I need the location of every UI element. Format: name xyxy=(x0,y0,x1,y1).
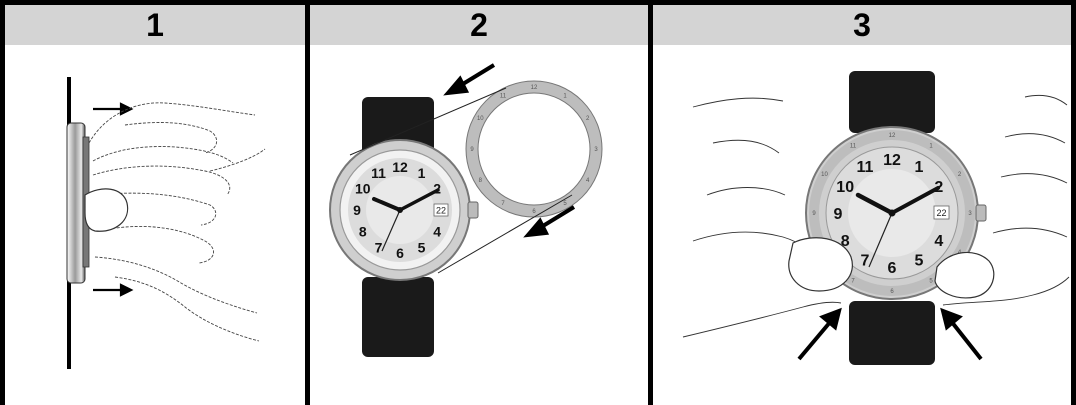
panel-1-header: 1 xyxy=(5,5,305,45)
bezel-mark: 10 xyxy=(821,172,828,178)
panel-1-number: 1 xyxy=(146,7,164,44)
dial-number: 5 xyxy=(915,253,924,270)
dial-number: 7 xyxy=(375,239,383,255)
watch-case-profile xyxy=(67,123,85,283)
arrow-right-icon-top xyxy=(93,104,131,114)
arrow-up-right-icon xyxy=(799,311,839,359)
date-label: 22 xyxy=(436,206,446,216)
dial-number: 1 xyxy=(915,159,924,176)
bezel-ring xyxy=(472,87,596,211)
frame-right xyxy=(1071,0,1076,405)
dial-number: 11 xyxy=(857,159,874,176)
arrow-up-left-icon xyxy=(943,311,981,359)
bezel-mark: 11 xyxy=(850,144,857,150)
dial-number: 10 xyxy=(355,181,371,197)
panel-2-header: 2 xyxy=(310,5,648,45)
arrow-right-icon-bottom xyxy=(93,285,131,295)
dial-number: 5 xyxy=(418,239,426,255)
dial-number: 4 xyxy=(934,233,943,250)
dial-number: 12 xyxy=(392,159,408,175)
panel-1: 1 xyxy=(5,5,305,405)
dial-number: 9 xyxy=(834,206,843,223)
bezel-mark: 11 xyxy=(500,93,507,99)
thumb-drawing xyxy=(85,189,128,231)
dial-number: 6 xyxy=(396,245,404,261)
watch-crown xyxy=(976,205,986,221)
arrow-left-icon-top xyxy=(448,65,494,93)
date-label: 22 xyxy=(936,208,946,218)
watch-crown xyxy=(468,202,478,218)
left-thumb xyxy=(789,238,853,291)
bezel-mark: 10 xyxy=(477,116,484,122)
strap-top xyxy=(849,71,935,133)
panel-1-illustration xyxy=(5,45,305,405)
dial-number: 9 xyxy=(353,202,361,218)
bezel-mark: 12 xyxy=(889,133,896,139)
dial-number: 11 xyxy=(371,165,386,181)
dial-number: 1 xyxy=(418,165,426,181)
dial-number: 4 xyxy=(433,224,441,240)
dial-number: 8 xyxy=(359,224,367,240)
strap-bottom xyxy=(849,301,935,365)
panel-2-number: 2 xyxy=(470,7,488,44)
strap-bottom xyxy=(362,277,434,357)
dial-number: 12 xyxy=(883,152,901,169)
panel-3-number: 3 xyxy=(853,7,871,44)
dial-number: 6 xyxy=(888,260,897,277)
bezel-mark: 12 xyxy=(531,85,538,91)
dial-number: 10 xyxy=(836,179,854,196)
dial-number: 7 xyxy=(861,253,870,270)
panel-3-header: 3 xyxy=(653,5,1071,45)
